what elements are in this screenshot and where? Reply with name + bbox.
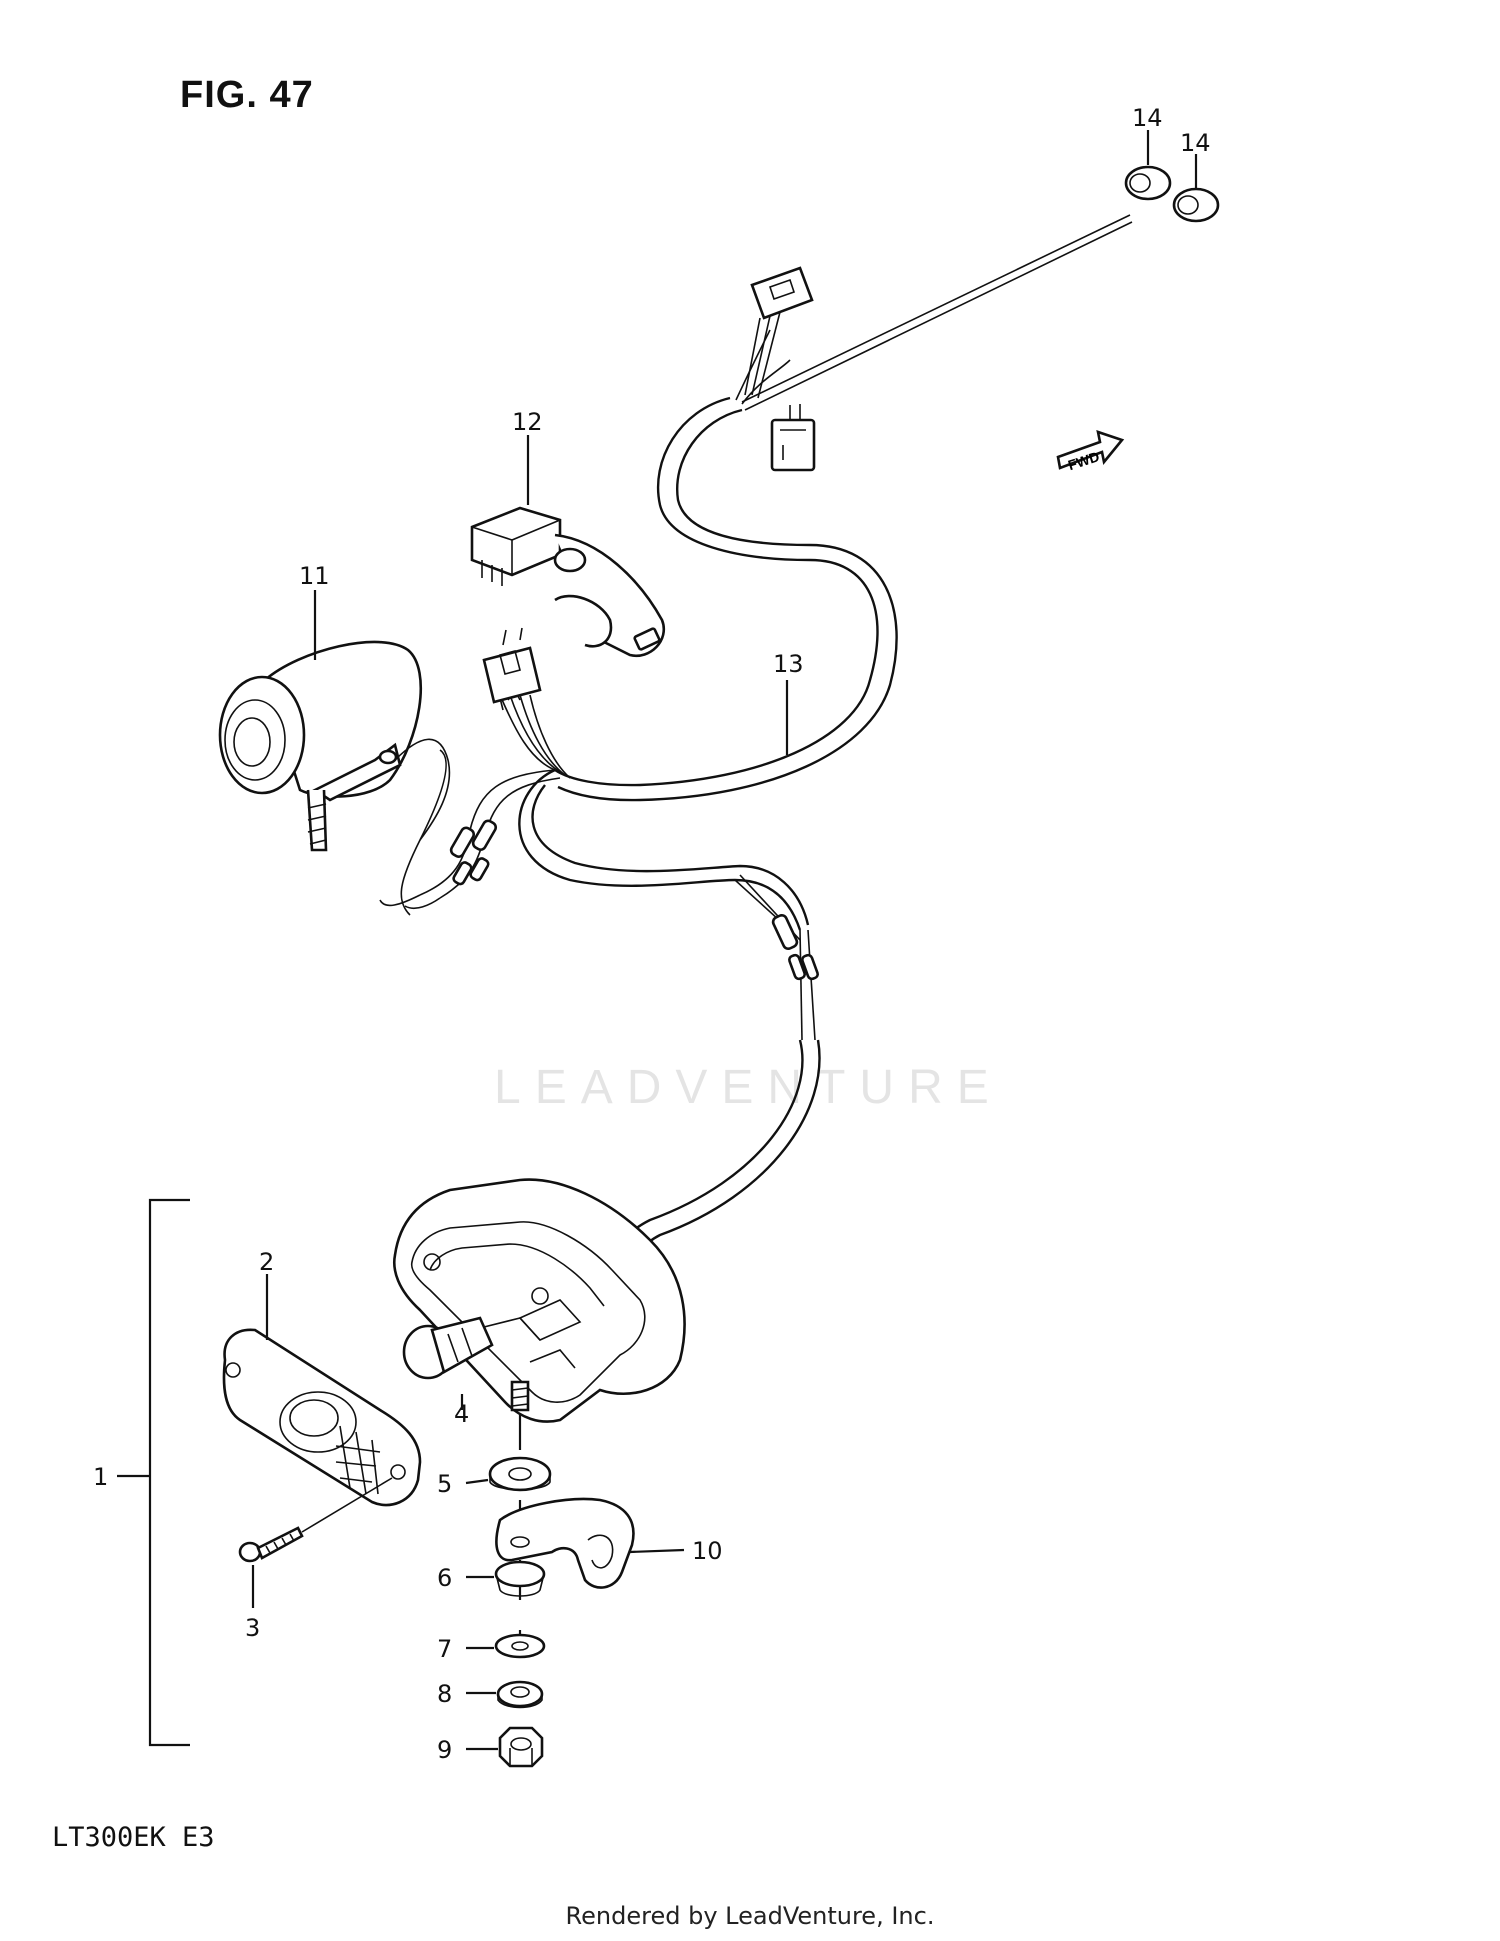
callout-13: 13 [773, 650, 804, 678]
figure-title: FIG. 47 [180, 74, 314, 116]
watermark: LEADVENTURE [494, 1061, 1003, 1114]
part-11-lamp [218, 640, 451, 852]
callout-8: 8 [437, 1680, 452, 1708]
callout-11: 11 [299, 562, 330, 590]
part-12-connector [482, 627, 542, 704]
part-3-screw [238, 1477, 393, 1563]
callout-14b: 14 [1180, 129, 1211, 157]
callout-9: 9 [437, 1736, 452, 1764]
callout-3: 3 [245, 1614, 260, 1642]
part-9-nut [498, 1726, 544, 1768]
part-14-cap-b [1172, 187, 1220, 223]
tail-light-housing [393, 1178, 686, 1423]
callout-4: 4 [454, 1400, 469, 1428]
part-12-relay [470, 506, 665, 658]
callout-5: 5 [437, 1470, 452, 1498]
leader-5 [465, 1478, 489, 1485]
callout-14a: 14 [1132, 104, 1163, 132]
harness-connector-lower [770, 404, 816, 472]
fwd-arrow: FWD [1056, 430, 1125, 473]
callout-1: 1 [93, 1463, 108, 1491]
part-4-bulb [402, 1316, 494, 1380]
callout-7: 7 [437, 1635, 452, 1663]
wiring-harness [379, 214, 1133, 1253]
part-6-grommet [494, 1560, 546, 1597]
footer-credit: Rendered by LeadVenture, Inc. [565, 1902, 935, 1930]
part-2-lens [222, 1328, 422, 1507]
part-8-lock-washer [496, 1680, 544, 1709]
part-5-washer [488, 1456, 552, 1492]
part-7-washer [494, 1633, 546, 1659]
leader-10 [629, 1548, 685, 1554]
harness-connector-upper [744, 266, 814, 399]
group-bracket [148, 1198, 190, 1747]
part-14-cap-a [1124, 165, 1172, 201]
part-10-clamp [495, 1497, 635, 1589]
model-code: LT300EK E3 [52, 1822, 215, 1853]
callout-10: 10 [692, 1537, 723, 1565]
callout-12: 12 [512, 408, 543, 436]
callout-6: 6 [437, 1564, 452, 1592]
callout-2: 2 [259, 1248, 274, 1276]
